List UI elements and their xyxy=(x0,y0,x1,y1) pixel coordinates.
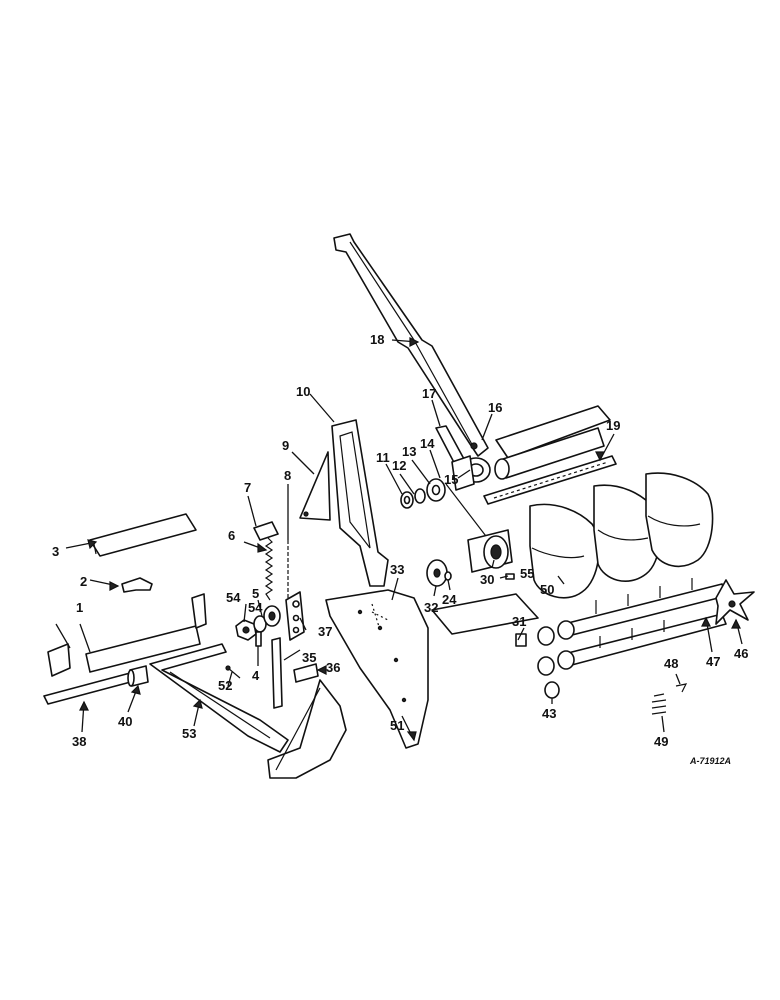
a-frame-arm xyxy=(149,643,289,753)
callout-2: 2 xyxy=(80,574,87,589)
leader-lines xyxy=(55,339,743,741)
callout-5: 5 xyxy=(252,586,259,601)
callout-52: 52 xyxy=(218,678,232,693)
callout-48: 48 xyxy=(664,656,678,671)
clip-small xyxy=(675,683,688,693)
callout-11: 11 xyxy=(376,450,390,465)
callout-7: 7 xyxy=(244,480,251,495)
callout-labels: 1 2 3 4 5 6 7 8 9 10 11 12 13 14 15 16 1… xyxy=(52,332,748,766)
callout-47: 47 xyxy=(706,654,720,669)
callout-16: 16 xyxy=(488,400,502,415)
callout-32: 32 xyxy=(424,600,438,615)
curved-shield xyxy=(325,589,429,749)
callout-12: 12 xyxy=(392,458,406,473)
callout-24: 24 xyxy=(442,592,457,607)
callout-6: 6 xyxy=(228,528,235,543)
callout-53: 53 xyxy=(182,726,196,741)
cover-plate xyxy=(89,513,197,557)
reference-code: A-71912A xyxy=(689,756,731,766)
callout-51: 51 xyxy=(390,718,404,733)
callout-9: 9 xyxy=(282,438,289,453)
bolt xyxy=(225,665,241,679)
callout-19: 19 xyxy=(606,418,620,433)
callout-18: 18 xyxy=(370,332,384,347)
callout-33: 33 xyxy=(390,562,404,577)
roller-pin xyxy=(293,663,319,683)
callout-8: 8 xyxy=(284,468,291,483)
roller-assembly xyxy=(483,405,617,505)
callout-36: 36 xyxy=(326,660,340,675)
scoop-trough xyxy=(267,679,347,779)
callout-50: 50 xyxy=(540,582,554,597)
sprocket-hub xyxy=(467,529,513,573)
pin xyxy=(255,631,262,647)
band-right xyxy=(645,472,714,568)
callout-15: 15 xyxy=(444,472,458,487)
callout-54-right: 54 xyxy=(248,600,263,615)
callout-30: 30 xyxy=(480,572,494,587)
bushing xyxy=(127,665,149,687)
callout-35: 35 xyxy=(302,650,316,665)
sprocket-cluster xyxy=(537,620,575,699)
adjusting-plate xyxy=(285,591,305,641)
callout-37: 37 xyxy=(318,624,332,639)
link-bar xyxy=(271,637,283,709)
callout-46: 46 xyxy=(734,646,748,661)
band-left xyxy=(529,503,600,599)
pulley xyxy=(451,455,491,491)
callout-54-left: 54 xyxy=(226,590,241,605)
shaft xyxy=(43,671,139,705)
callout-4: 4 xyxy=(252,668,260,683)
callout-1: 1 xyxy=(76,600,83,615)
triangle-plate xyxy=(299,451,331,521)
callout-55: 55 xyxy=(520,566,534,581)
plug xyxy=(515,633,527,647)
callout-43: 43 xyxy=(542,706,556,721)
disc xyxy=(426,559,452,587)
callout-14: 14 xyxy=(420,436,435,451)
callout-17: 17 xyxy=(422,386,436,401)
callout-3: 3 xyxy=(52,544,59,559)
callout-31: 31 xyxy=(512,614,526,629)
shaft-spacers xyxy=(400,478,493,545)
guide-plate xyxy=(431,593,539,635)
coil-spring xyxy=(651,693,667,715)
clip xyxy=(121,577,153,593)
callout-40: 40 xyxy=(118,714,132,729)
tension-spring xyxy=(264,537,274,601)
tine-shaft xyxy=(563,578,727,667)
arrowheads xyxy=(79,337,741,742)
callout-10: 10 xyxy=(296,384,310,399)
channel-bracket xyxy=(47,593,207,677)
side-frame-plate xyxy=(331,419,389,587)
hex-nut xyxy=(235,619,257,641)
callout-38: 38 xyxy=(72,734,86,749)
callout-49: 49 xyxy=(654,734,668,749)
chain-bracket xyxy=(253,521,279,541)
callout-13: 13 xyxy=(402,444,416,459)
star-hub xyxy=(715,579,755,625)
